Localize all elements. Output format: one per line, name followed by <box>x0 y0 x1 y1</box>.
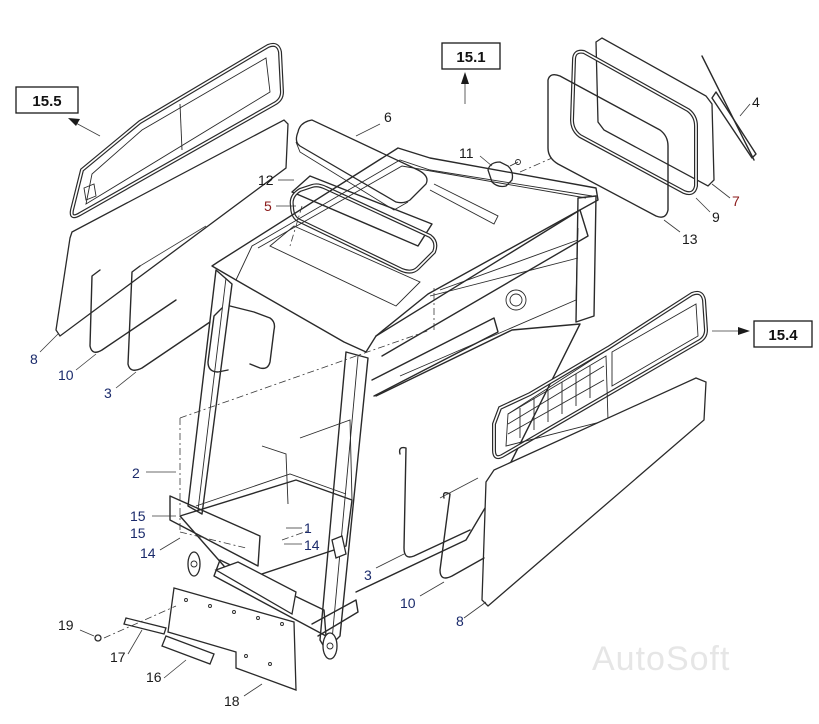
svg-text:5: 5 <box>264 198 272 214</box>
callout-4[interactable]: 4 <box>739 94 760 117</box>
right-window-glass <box>481 377 707 607</box>
callout-5[interactable]: 5 <box>264 198 296 214</box>
callout-18[interactable]: 18 <box>224 683 263 709</box>
svg-text:15: 15 <box>130 525 146 541</box>
callout-9[interactable]: 9 <box>695 197 720 225</box>
callout-8-left[interactable]: 8 <box>30 333 59 367</box>
callout-13[interactable]: 13 <box>663 219 698 247</box>
svg-text:15: 15 <box>130 508 146 524</box>
svg-text:8: 8 <box>30 351 38 367</box>
svg-text:7: 7 <box>732 193 740 209</box>
reference-15-4[interactable]: 15.4 <box>712 320 813 348</box>
wiper-blade-4 <box>701 55 757 161</box>
callout-16[interactable]: 16 <box>146 659 187 685</box>
svg-text:6: 6 <box>384 109 392 125</box>
svg-text:18: 18 <box>224 693 240 709</box>
trim-strip-17 <box>123 617 167 635</box>
svg-text:17: 17 <box>110 649 126 665</box>
callout-3-right[interactable]: 3 <box>364 553 405 583</box>
watermark: AutoSoft <box>592 640 730 678</box>
screw-19 <box>94 634 102 642</box>
callout-1[interactable]: 1 <box>286 520 312 536</box>
trim-strip-16 <box>161 635 215 665</box>
svg-text:11: 11 <box>459 145 474 161</box>
svg-text:1: 1 <box>304 520 312 536</box>
svg-text:3: 3 <box>104 385 112 401</box>
left-window-frame <box>69 42 285 219</box>
svg-text:15.5: 15.5 <box>32 93 61 110</box>
left-window-seals <box>89 225 211 371</box>
callout-11[interactable]: 11 <box>459 145 493 167</box>
callout-17[interactable]: 17 <box>110 629 143 665</box>
roof-hatch-seal-5 <box>289 183 438 274</box>
callout-8-right[interactable]: 8 <box>456 601 487 629</box>
svg-text:14: 14 <box>304 537 320 553</box>
svg-text:15.4: 15.4 <box>768 327 798 344</box>
left-window-glass <box>55 119 289 337</box>
svg-text:9: 9 <box>712 209 720 225</box>
svg-text:13: 13 <box>682 231 698 247</box>
svg-text:3: 3 <box>364 567 372 583</box>
callout-10-left[interactable]: 10 <box>58 353 97 383</box>
svg-text:14: 14 <box>140 545 156 561</box>
rear-window-frame-13 <box>547 73 669 218</box>
callout-15-upper[interactable]: 15 <box>130 508 176 524</box>
callout-7[interactable]: 7 <box>711 183 740 209</box>
svg-text:16: 16 <box>146 669 162 685</box>
callout-3-left[interactable]: 3 <box>104 371 137 401</box>
svg-text:15.1: 15.1 <box>456 49 485 66</box>
callout-19[interactable]: 19 <box>58 617 95 637</box>
callout-6[interactable]: 6 <box>355 109 392 137</box>
reference-15-5[interactable]: 15.5 <box>15 86 101 137</box>
svg-text:12: 12 <box>258 172 274 188</box>
svg-text:10: 10 <box>400 595 416 611</box>
assembly-center-lines <box>103 157 553 639</box>
svg-text:4: 4 <box>752 94 760 110</box>
right-window-frame <box>492 290 709 460</box>
svg-text:10: 10 <box>58 367 74 383</box>
callout-15-lower[interactable]: 15 <box>130 525 146 541</box>
svg-text:19: 19 <box>58 617 74 633</box>
svg-text:8: 8 <box>456 613 464 629</box>
callout-12[interactable]: 12 <box>258 172 294 188</box>
cab-frame <box>169 147 599 660</box>
callout-14-right[interactable]: 14 <box>284 537 320 553</box>
svg-text:2: 2 <box>132 465 140 481</box>
callout-10-right[interactable]: 10 <box>400 581 445 611</box>
rear-panel-18 <box>167 587 297 691</box>
callout-2[interactable]: 2 <box>132 465 176 481</box>
reference-15-1[interactable]: 15.1 <box>441 42 501 104</box>
callout-14-left[interactable]: 14 <box>140 537 181 561</box>
right-window-seals <box>398 446 485 579</box>
rear-window-seal-9 <box>569 49 698 196</box>
roof-hatch-seal-12 <box>291 175 433 247</box>
